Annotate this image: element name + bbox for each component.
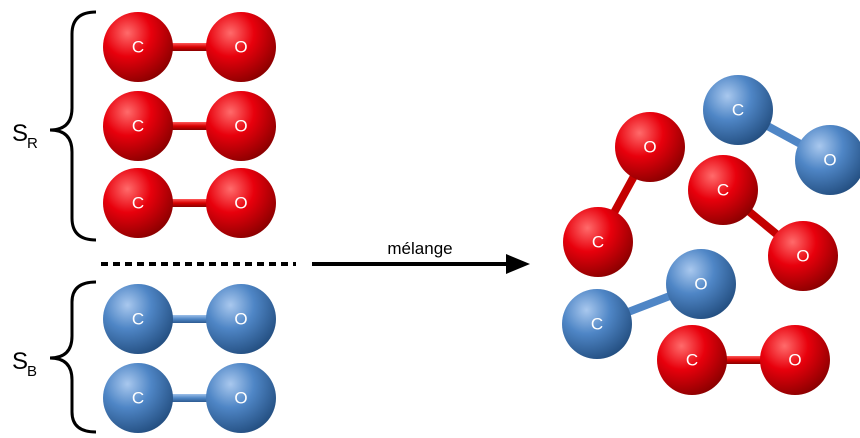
carbon-atom [688, 155, 758, 225]
carbon-atom [703, 75, 773, 145]
svg-text:C: C [132, 194, 144, 213]
oxygen-atom [760, 325, 830, 395]
oxygen-atom [206, 12, 276, 82]
carbon-atom [563, 207, 633, 277]
oxygen-atom [206, 284, 276, 354]
mixture-red-molecule-3: C O [657, 325, 830, 395]
mixing-arrow [312, 254, 530, 274]
oxygen-atom [615, 112, 685, 182]
mixture-blue-molecule-1: C O [703, 75, 860, 195]
svg-text:O: O [823, 151, 836, 170]
svg-text:C: C [592, 233, 604, 252]
svg-text:O: O [234, 117, 247, 136]
svg-text:C: C [717, 181, 729, 200]
blue-molecule-2: C O [103, 363, 276, 433]
svg-text:C: C [132, 117, 144, 136]
svg-text:O: O [234, 310, 247, 329]
carbon-atom [103, 363, 173, 433]
oxygen-atom [768, 221, 838, 291]
svg-text:O: O [234, 194, 247, 213]
svg-text:C: C [732, 101, 744, 120]
svg-text:O: O [234, 389, 247, 408]
svg-text:O: O [643, 138, 656, 157]
oxygen-atom [206, 363, 276, 433]
set-blue-label: S [12, 348, 28, 375]
carbon-atom [657, 325, 727, 395]
svg-text:C: C [132, 38, 144, 57]
oxygen-atom [666, 249, 736, 319]
oxygen-atom [795, 125, 860, 195]
svg-text:C: C [132, 389, 144, 408]
svg-text:C: C [132, 310, 144, 329]
oxygen-atom [206, 168, 276, 238]
blue-molecule-1: C O [103, 284, 276, 354]
oxygen-atom [206, 91, 276, 161]
mixture-red-molecule-2: C O [688, 155, 838, 291]
carbon-atom [103, 168, 173, 238]
arrow-label: mélange [387, 239, 452, 258]
red-molecule-2: C O [103, 91, 276, 161]
brace-red-set [49, 10, 97, 242]
red-molecule-1: C O [103, 12, 276, 82]
svg-text:O: O [796, 247, 809, 266]
set-red-subscript: R [27, 135, 38, 152]
svg-text:O: O [234, 38, 247, 57]
mixture-blue-molecule-2: O C [562, 249, 736, 359]
svg-text:O: O [788, 351, 801, 370]
brace-blue-set [49, 280, 97, 434]
carbon-atom [103, 12, 173, 82]
carbon-atom [103, 284, 173, 354]
set-blue-subscript: B [27, 363, 37, 380]
svg-text:O: O [694, 275, 707, 294]
set-red-label: S [12, 120, 28, 147]
svg-text:C: C [591, 315, 603, 334]
carbon-atom [562, 289, 632, 359]
svg-text:C: C [686, 351, 698, 370]
arrow-head-icon [506, 254, 530, 274]
mixture-red-molecule-1: O C [563, 112, 685, 277]
carbon-atom [103, 91, 173, 161]
red-molecule-3: C O [103, 168, 276, 238]
